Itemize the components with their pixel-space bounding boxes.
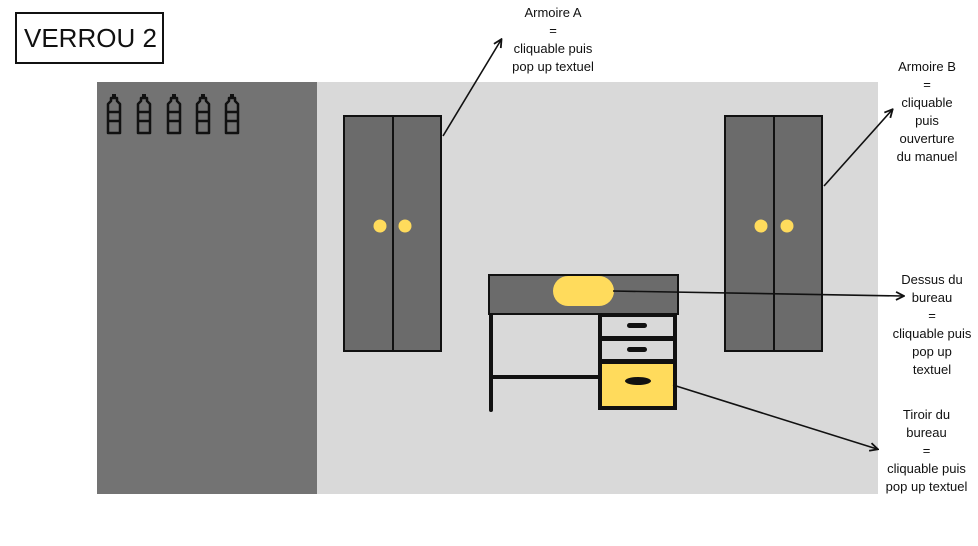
bottle-icon [166,92,182,135]
bottle-icon [106,92,122,135]
arrow-dessus-bureau [612,290,903,296]
desk [488,274,679,412]
drawer-1-handle [627,323,647,328]
desk-top-object[interactable] [553,276,614,306]
note-line: puis [915,113,939,128]
note-line: textuel [912,362,952,377]
title-box: VERROU 2 [15,12,164,64]
note-line: cliquable [901,95,953,110]
title-text: VERROU 2 [24,22,157,53]
armoire-b-knob-left [754,219,768,233]
note-line: pop up [912,344,952,359]
note-line: pop up textuel [512,59,594,74]
note-line: = [922,443,931,458]
note-line: = [928,308,936,323]
note-line: Tiroir du [902,407,951,422]
note-line: cliquable puis [887,461,966,476]
note-line: bureau [911,290,953,305]
note-line: ouverture [899,131,955,146]
arrow-tiroir-bureau [672,384,877,449]
note-line: = [549,23,557,38]
note-line: = [923,77,931,92]
note-armoire-a: Armoire A = cliquable puis pop up textue… [503,4,603,76]
note-line: Dessus du [901,272,963,287]
note-line: bureau [906,425,947,440]
note-armoire-b: Armoire B = cliquable puis ouverture du … [886,58,968,166]
armoire-b[interactable] [724,115,823,352]
drawer-2-handle [627,347,647,352]
bottle-icon [224,92,240,135]
arrow-armoire-b [823,110,892,187]
drawer-3-handle [625,377,651,385]
note-line: cliquable puis [513,41,593,56]
note-line: cliquable puis [892,326,972,341]
bottle-icon [195,92,211,135]
note-dessus-bureau: Dessus du bureau = cliquable puis pop up… [888,271,976,379]
left-wall [97,82,317,494]
note-line: du manuel [896,149,958,164]
bottle-icon [136,92,152,135]
armoire-b-knob-right [780,219,794,233]
note-line: pop up textuel [885,479,968,494]
dessus-du-bureau[interactable] [488,274,679,315]
armoire-a[interactable] [343,115,442,352]
note-tiroir-bureau: Tiroir du bureau = cliquable puis pop up… [878,406,975,496]
note-line: Armoire A [524,5,582,20]
armoire-a-knob-right [398,219,412,233]
bottle-icons [106,92,240,135]
armoire-a-knob-left [373,219,387,233]
arrow-armoire-a [442,40,501,137]
tiroir-du-bureau[interactable] [602,364,673,406]
note-line: Armoire B [898,59,956,74]
